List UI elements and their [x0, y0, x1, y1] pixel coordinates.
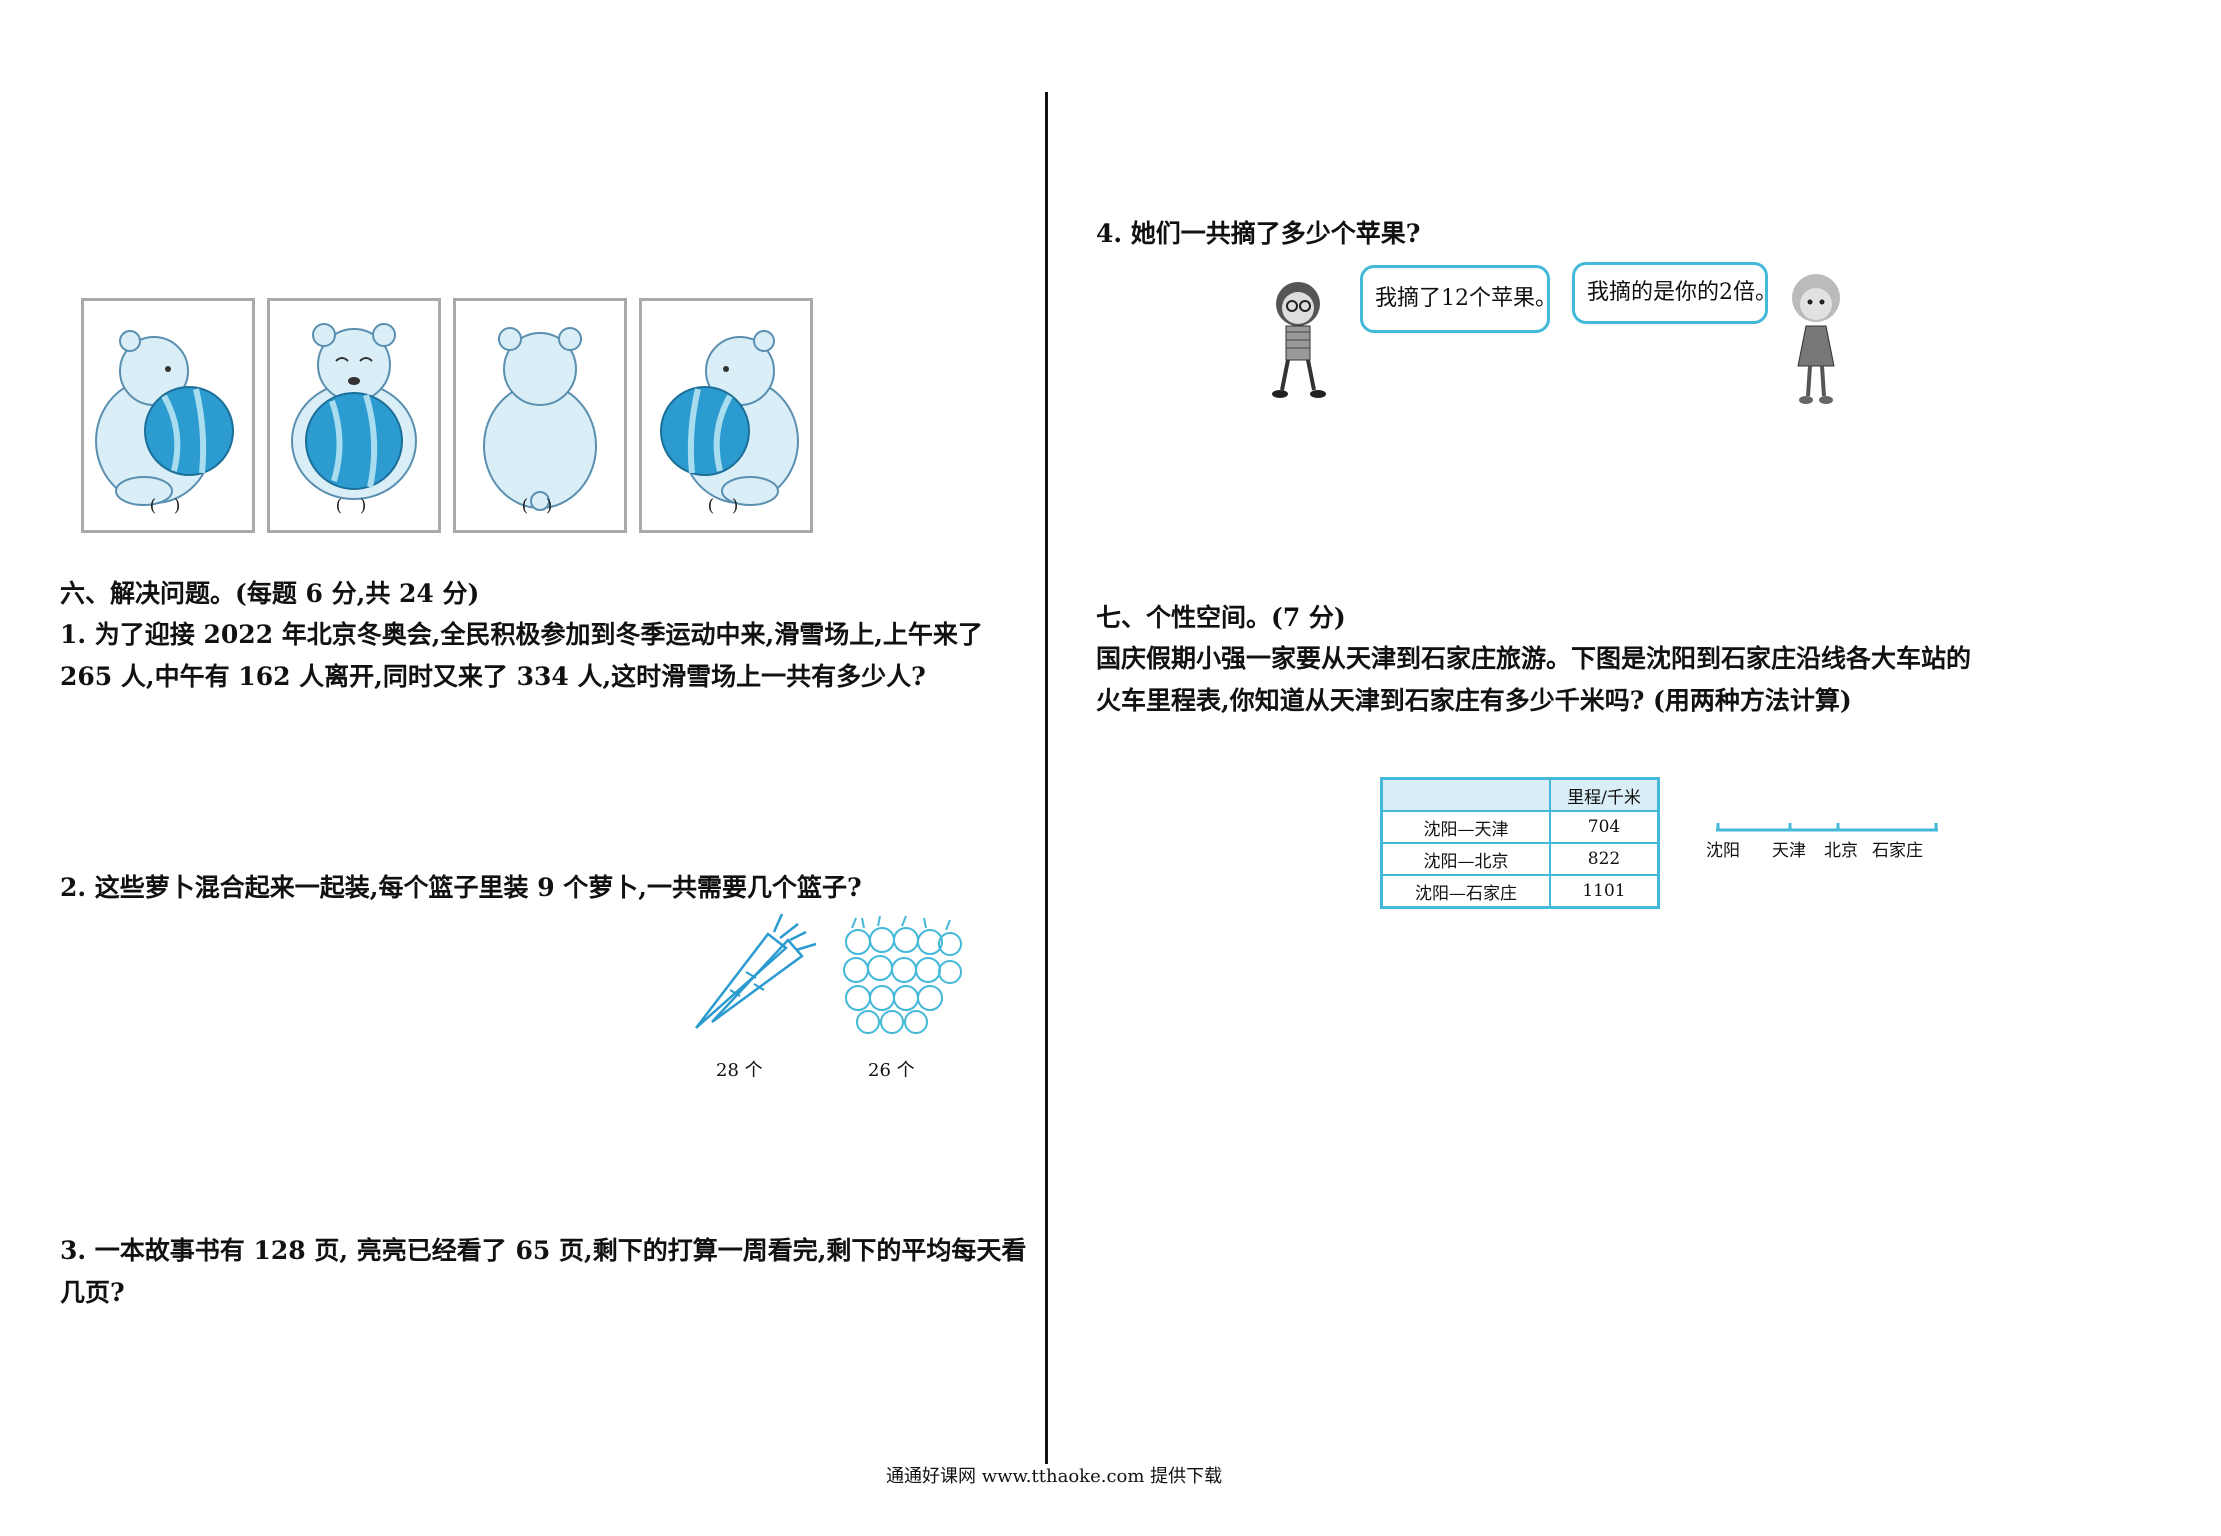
station-label-shenyang: 沈阳: [1706, 841, 1740, 861]
bear-card-3: ( ): [453, 298, 627, 533]
question-1-line2: 265 人,中午有 162 人离开,同时又来了 334 人,这时滑雪场上一共有多…: [60, 662, 926, 691]
answer-blank: ( ): [521, 496, 559, 516]
footer-credit: 通通好课网 www.tthaoke.com 提供下载: [886, 1466, 1223, 1487]
girl-left-icon: [1272, 282, 1326, 398]
carrots-icon: [695, 913, 817, 1029]
table-header-cell: 里程/千米: [1549, 777, 1660, 812]
station-label-shijiazhuang: 石家庄: [1872, 841, 1923, 861]
bear-back-icon: [483, 327, 597, 511]
table-cell: 沈阳—石家庄: [1380, 874, 1551, 909]
table-cell: 沈阳—天津: [1380, 810, 1551, 844]
table-row: 沈阳—天津 704: [1380, 810, 1660, 844]
section7-line2: 火车里程表,你知道从天津到石家庄有多少千米吗? (用两种方法计算): [1096, 686, 1852, 715]
girl-right-icon: [1792, 274, 1840, 404]
section7-line1: 国庆假期小强一家要从天津到石家庄旅游。下图是沈阳到石家庄沿线各大车站的: [1096, 644, 1972, 673]
bear-card-4: ( ): [639, 298, 813, 533]
bear-side-right-icon: [660, 330, 799, 506]
table-cell: 沈阳—北京: [1380, 842, 1551, 876]
section6-title: 六、解决问题。(每题 6 分,共 24 分): [60, 579, 480, 608]
column-divider: [1045, 92, 1048, 1464]
carrot-count-label: 28 个: [716, 1060, 763, 1081]
bear-card-2: ( ): [267, 298, 441, 533]
speech-bubble-right: 我摘的是你的2倍。: [1572, 262, 1777, 324]
answer-blank: ( ): [707, 496, 745, 516]
question-4: 4. 她们一共摘了多少个苹果?: [1096, 219, 1421, 248]
bear-card-1: ( ): [81, 298, 255, 533]
speech-bubble-left: 我摘了12个苹果。: [1360, 265, 1557, 333]
answer-blank: ( ): [149, 496, 187, 516]
table-header-row: 里程/千米: [1380, 777, 1660, 812]
table-row: 沈阳—石家庄 1101: [1380, 874, 1660, 909]
bear-front-icon: [291, 323, 417, 500]
table-row: 沈阳—北京 822: [1380, 842, 1660, 876]
section7-title: 七、个性空间。(7 分): [1096, 603, 1346, 632]
question-3-line2: 几页?: [60, 1278, 125, 1307]
bear-side-left-icon: [95, 330, 234, 506]
table-cell: 822: [1549, 842, 1660, 876]
route-line: [1716, 823, 1938, 832]
radish-count-label: 26 个: [868, 1060, 915, 1081]
station-label-tianjin: 天津: [1772, 841, 1806, 861]
question-2: 2. 这些萝卜混合起来一起装,每个篮子里装 9 个萝卜,一共需要几个篮子?: [60, 873, 862, 902]
answer-blank: ( ): [335, 496, 373, 516]
table-cell: 1101: [1549, 874, 1660, 909]
mileage-table: 里程/千米 沈阳—天津 704 沈阳—北京 822 沈阳—石家庄 1101: [1380, 777, 1660, 909]
table-header-cell: [1380, 777, 1551, 812]
station-label-beijing: 北京: [1824, 841, 1858, 861]
radishes-icon: [843, 915, 962, 1034]
table-cell: 704: [1549, 810, 1660, 844]
question-3-line1: 3. 一本故事书有 128 页, 亮亮已经看了 65 页,剩下的打算一周看完,剩…: [60, 1236, 1027, 1265]
question-1-line1: 1. 为了迎接 2022 年北京冬奥会,全民积极参加到冬季运动中来,滑雪场上,上…: [60, 620, 983, 649]
